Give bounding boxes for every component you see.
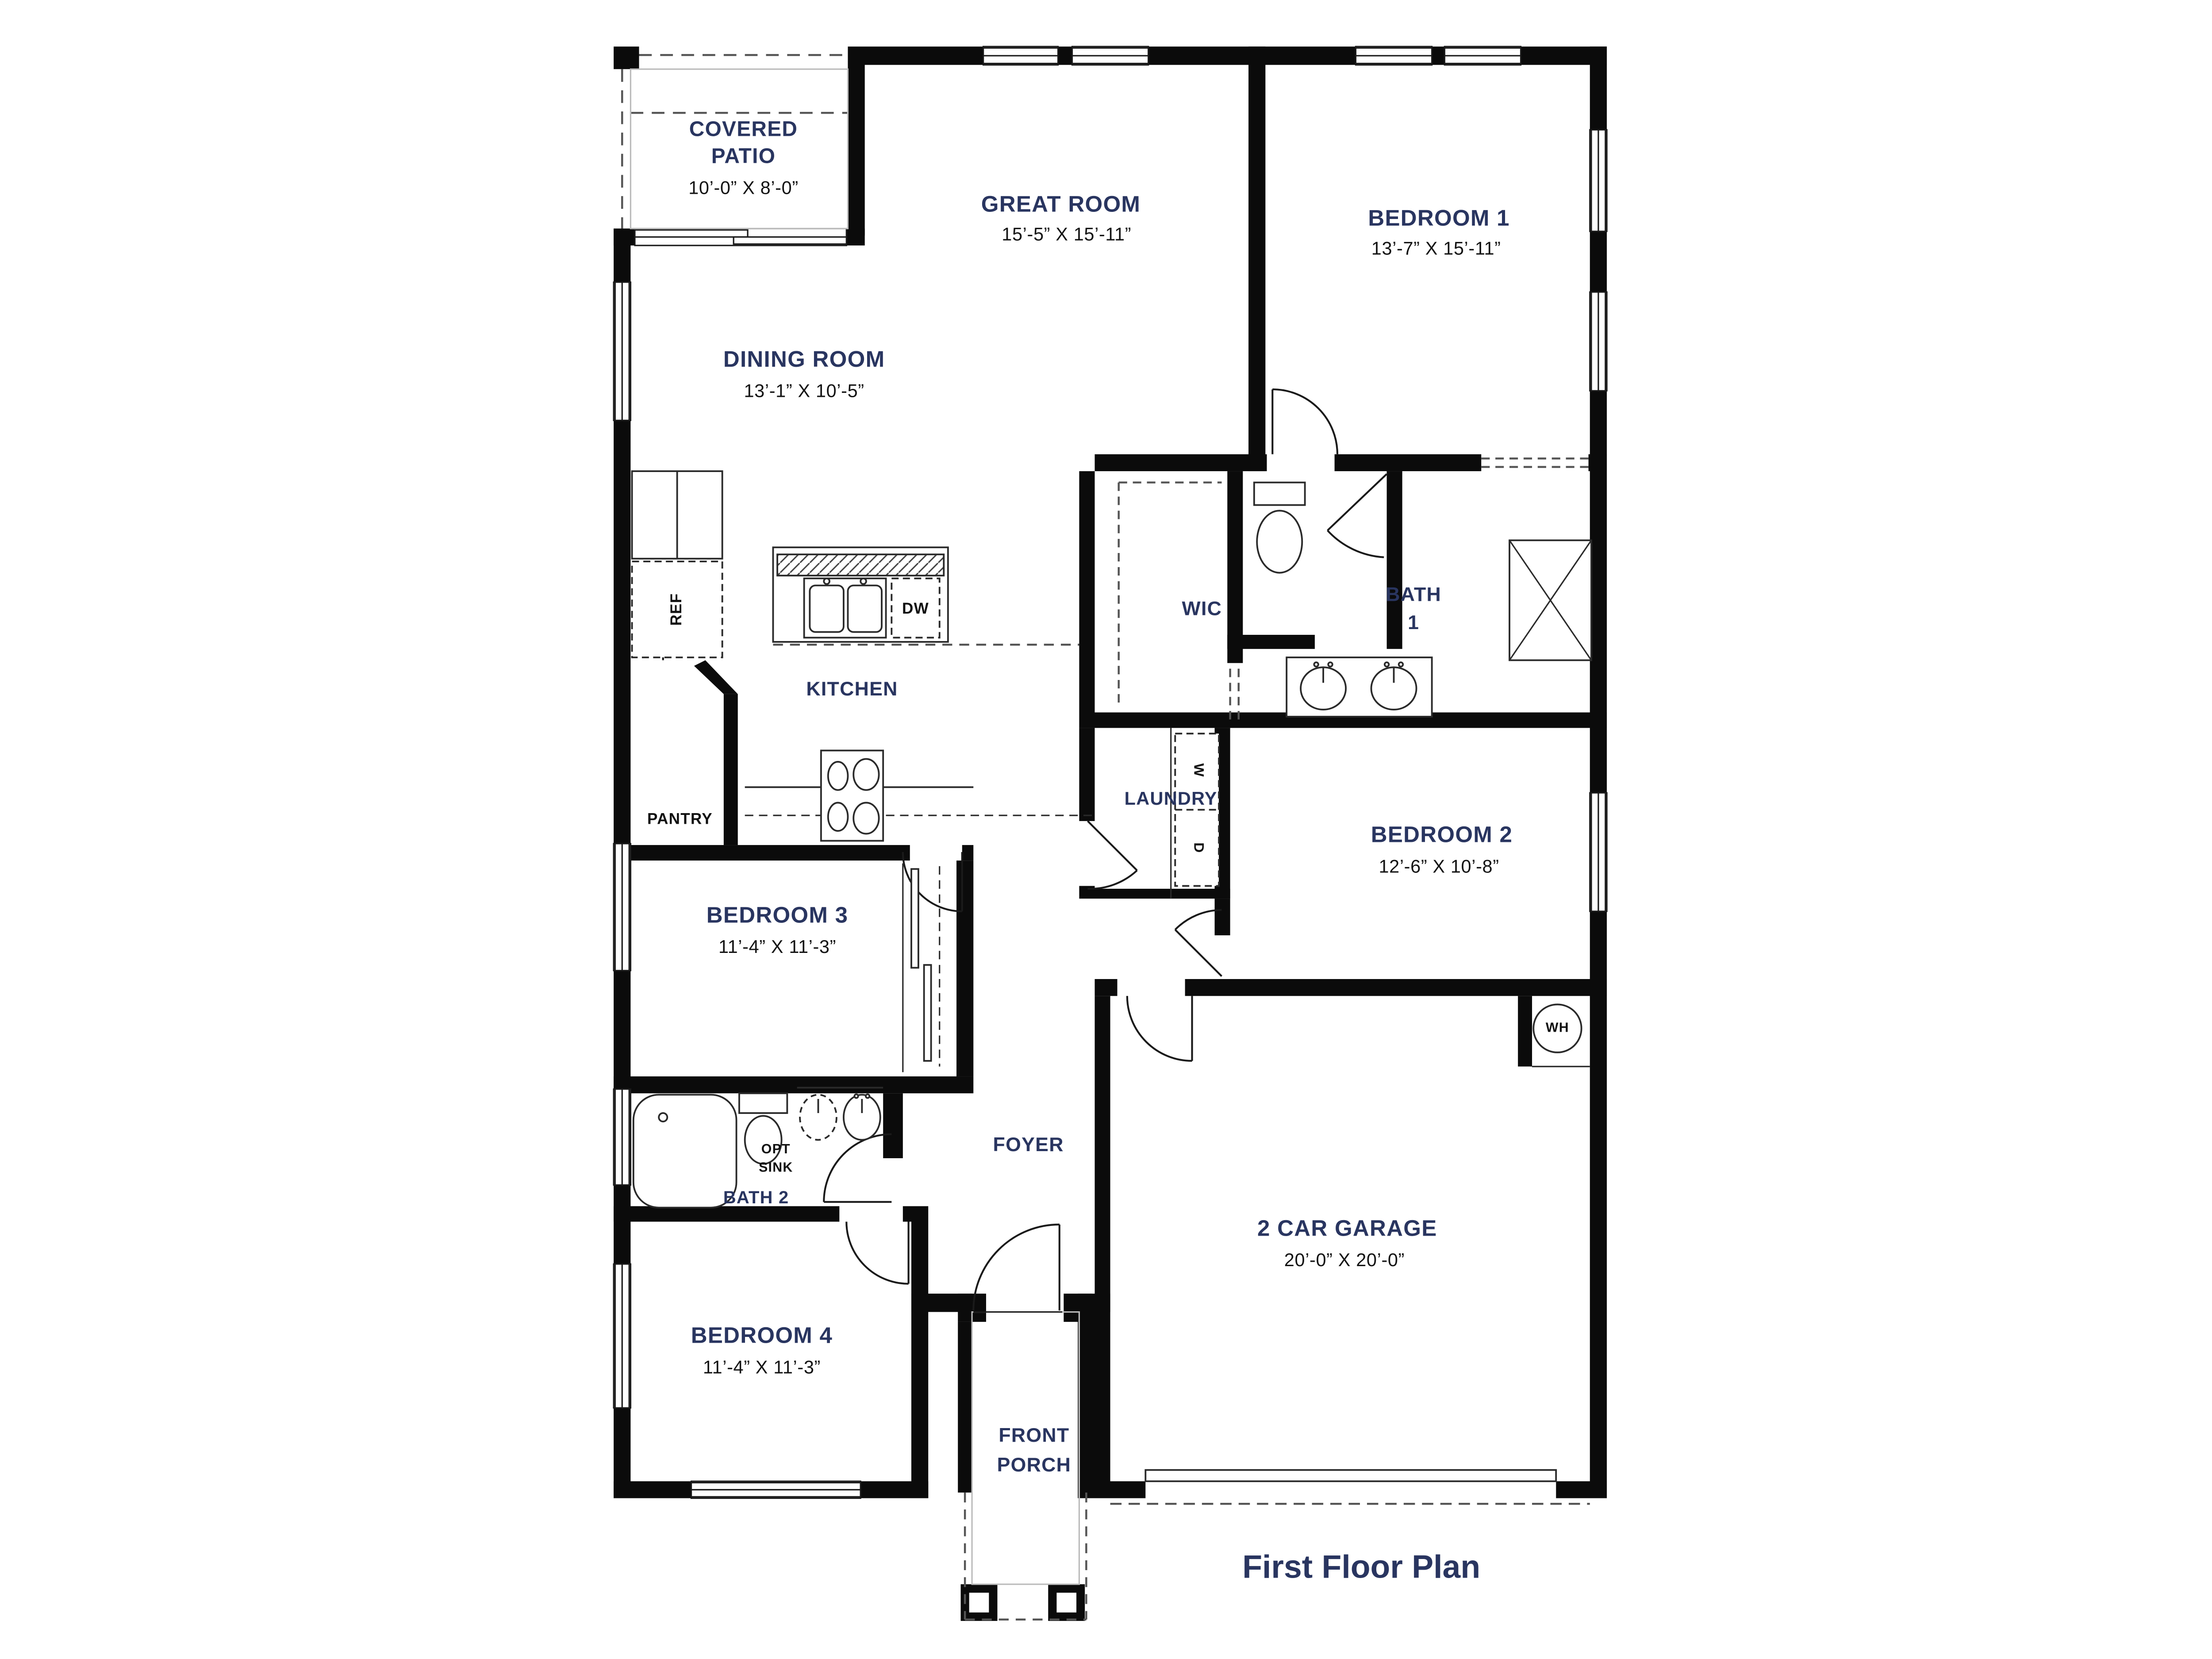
bathtub-icon [632,1094,737,1209]
porch-post-inner [969,1593,989,1613]
room-label-bath-2: BATH 2 [723,1187,789,1208]
page-title: First Floor Plan [1242,1548,1481,1585]
room-dims-covered-patio: 10’-0” X 8’-0” [688,177,799,199]
dashed-lines [621,54,1590,1621]
toilet-icon [738,1092,788,1165]
label-ref: REF [668,593,686,626]
room-label-bath-1: BATH [1386,582,1442,605]
label-dw: DW [902,601,929,618]
toilet-icon [1253,481,1306,574]
room-label-foyer: FOYER [993,1133,1064,1156]
room-dims-great-room: 15’-5” X 15’-11” [1002,223,1132,245]
room-label-front-porch: FRONT [998,1423,1070,1446]
room-label-front-porch-2: PORCH [997,1453,1071,1476]
room-label-bedroom-2: BEDROOM 2 [1371,824,1513,848]
room-label-bedroom-4: BEDROOM 4 [691,1325,833,1349]
label-washer: W [1190,763,1206,777]
room-label-wic: WIC [1182,596,1222,619]
label-opt-sink-2: SINK [759,1160,793,1176]
room-label-bedroom-1: BEDROOM 1 [1368,207,1510,231]
washer-dryer-outline [1170,728,1220,899]
double-sink-icon [1286,657,1433,718]
room-label-covered-patio-2: PATIO [711,144,776,169]
kitchen-island [772,546,949,643]
fixtures [631,470,1592,1482]
shower-icon [1509,539,1592,661]
room-label-bedroom-3: BEDROOM 3 [706,904,849,929]
room-label-dining-room: DINING ROOM [723,348,885,373]
label-dryer: D [1190,842,1206,853]
room-dims-bedroom-2: 12’-6” X 10’-8” [1379,856,1499,877]
optional-sink-icon [799,1094,837,1141]
dishwasher-outline [891,577,941,639]
room-dims-bedroom-1: 13’-7” X 15’-11” [1371,238,1501,259]
room-label-laundry: LAUNDRY [1124,787,1217,809]
room-label-great-room: GREAT ROOM [981,193,1141,218]
garage-door [1144,1469,1557,1482]
refrigerator-outline [631,470,723,658]
water-heater-icon [1532,1003,1582,1053]
closet-doors [902,863,941,1072]
label-water-heater: WH [1545,1021,1569,1037]
porch-post-inner [1056,1593,1077,1613]
room-dims-bedroom-4: 11’-4” X 11’-3” [703,1356,821,1378]
room-dims-garage: 20’-0” X 20’-0” [1284,1249,1405,1271]
room-dims-dining-room: 13’-1” X 10’-5” [744,380,864,402]
room-label-covered-patio: COVERED [689,118,798,142]
bath2-vanity [797,1087,883,1141]
stove-icon [745,749,1095,842]
room-label-garage: 2 CAR GARAGE [1257,1217,1437,1242]
room-label-bath-1-2: 1 [1408,611,1420,634]
room-dims-bedroom-3: 11’-4” X 11’-3” [718,936,837,957]
room-label-kitchen: KITCHEN [806,677,898,700]
label-pantry: PANTRY [647,811,713,828]
label-opt-sink: OPT [761,1142,791,1158]
windows [613,46,1608,1499]
